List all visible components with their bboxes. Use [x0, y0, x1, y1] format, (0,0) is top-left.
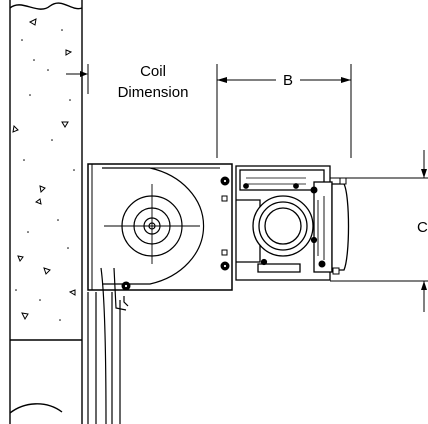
coil-dimension-label-line2: Dimension [118, 84, 189, 101]
c-dimension [330, 150, 428, 312]
motor-brake [313, 181, 350, 273]
motor-body [252, 195, 314, 257]
b-dimension-label: B [283, 72, 293, 89]
coil-dimension-label-line1: Coil [140, 63, 166, 80]
concrete-wall [9, 0, 83, 424]
b-dimension [216, 64, 352, 158]
curtain-guide [87, 267, 129, 424]
c-dimension-label: C [417, 219, 428, 236]
concrete-speckle [15, 29, 75, 321]
coil-axle [104, 184, 200, 264]
coil-dimension [66, 64, 89, 94]
motor-fasteners [243, 177, 347, 275]
plate-bolts [121, 176, 230, 291]
